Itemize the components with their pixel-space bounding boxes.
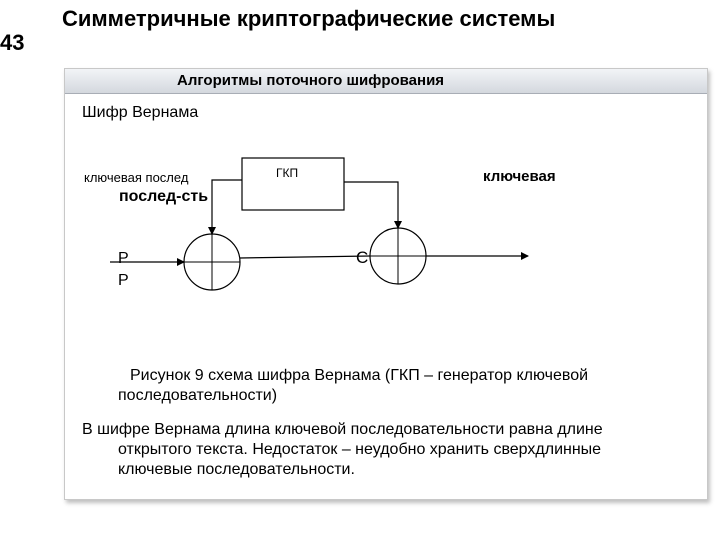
panel-header: Алгоритмы поточного шифрования (65, 69, 707, 94)
cipher-name: Шифр Вернама (82, 104, 199, 121)
slide-title: Симметричные криптографические системы (62, 6, 556, 31)
left-xor-adder (183, 233, 241, 291)
key-seq-label-left-2: послед-сть (119, 188, 209, 205)
body-paragraph: В шифре Вернама длина ключевой последова… (82, 421, 603, 478)
key-seq-label-left: ключевая послед (84, 170, 189, 185)
plaintext-label: P (118, 250, 129, 267)
slide-number: 43 (0, 30, 25, 55)
generator-box (241, 157, 345, 211)
plaintext-label-2: P (118, 272, 129, 289)
content-panel: Алгоритмы поточного шифрования (64, 68, 708, 500)
ciphertext-line (239, 255, 371, 259)
key-line-right (344, 181, 402, 229)
key-line-left (208, 179, 242, 235)
generator-label: ГКП (276, 166, 299, 180)
panel-header-title: Алгоритмы поточного шифрования (177, 72, 445, 89)
key-seq-label-right: ключевая (483, 168, 556, 185)
right-xor-adder (369, 227, 427, 285)
ciphertext-label: C (356, 248, 369, 267)
figure-caption: Рисунок 9 схема шифра Вернама (ГКП – ген… (118, 367, 589, 404)
